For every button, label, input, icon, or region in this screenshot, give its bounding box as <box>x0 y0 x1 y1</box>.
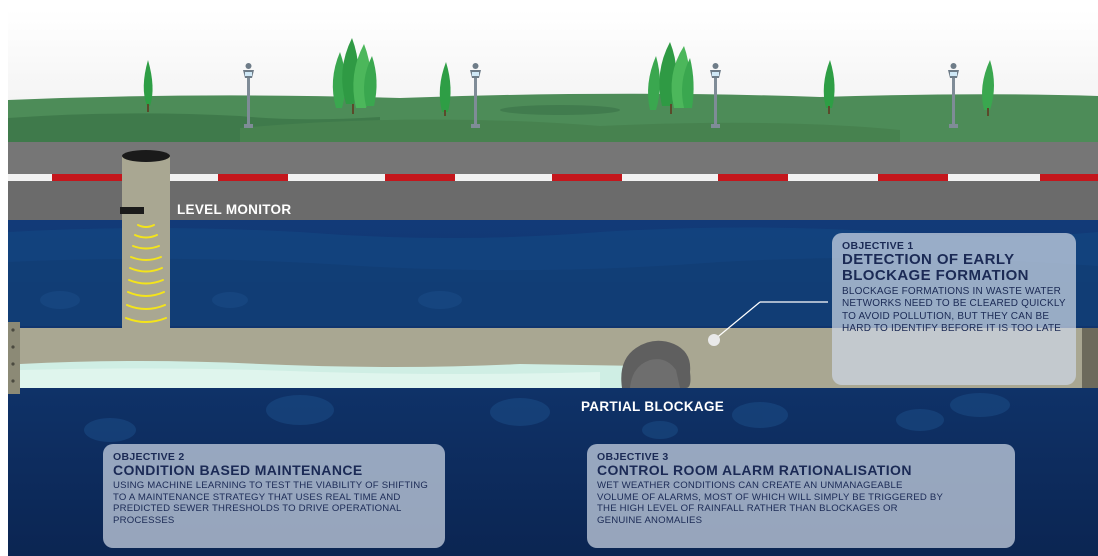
road-stripe <box>8 174 1098 181</box>
sensor-waves-icon <box>125 224 167 323</box>
objective-3-kicker: OBJECTIVE 3 <box>597 451 669 463</box>
objective-1-heading: DETECTION OF EARLY BLOCKAGE FORMATION <box>842 251 1029 284</box>
sky <box>8 10 1098 102</box>
objective-2-card: OBJECTIVE 2 CONDITION BASED MAINTENANCE … <box>103 444 445 548</box>
level-monitor-label: LEVEL MONITOR <box>177 202 292 217</box>
monitor-shaft <box>120 150 170 328</box>
objective-2-kicker: OBJECTIVE 2 <box>113 451 185 463</box>
partial-blockage-label: PARTIAL BLOCKAGE <box>581 399 725 414</box>
objective-3-heading: CONTROL ROOM ALARM RATIONALISATION <box>597 462 912 478</box>
objective-1-card: OBJECTIVE 1 DETECTION OF EARLY BLOCKAGE … <box>832 233 1076 385</box>
objective-2-body: USING MACHINE LEARNING TO TEST THE VIABI… <box>113 480 429 526</box>
callout-pointer <box>708 301 828 346</box>
objective-3-card: OBJECTIVE 3 CONTROL ROOM ALARM RATIONALI… <box>587 444 1015 548</box>
street-lamps-icon <box>243 63 959 128</box>
rock-texture <box>40 291 1010 442</box>
objective-1-kicker: OBJECTIVE 1 <box>842 240 914 252</box>
objective-2-heading: CONDITION BASED MAINTENANCE <box>113 462 363 478</box>
grass-strip <box>8 93 1098 142</box>
objective-1-body: BLOCKAGE FORMATIONS IN WASTE WATER NETWO… <box>842 286 1066 335</box>
trees-icon <box>143 38 994 116</box>
objective-3-body: WET WEATHER CONDITIONS CAN CREATE AN UNM… <box>597 480 943 526</box>
